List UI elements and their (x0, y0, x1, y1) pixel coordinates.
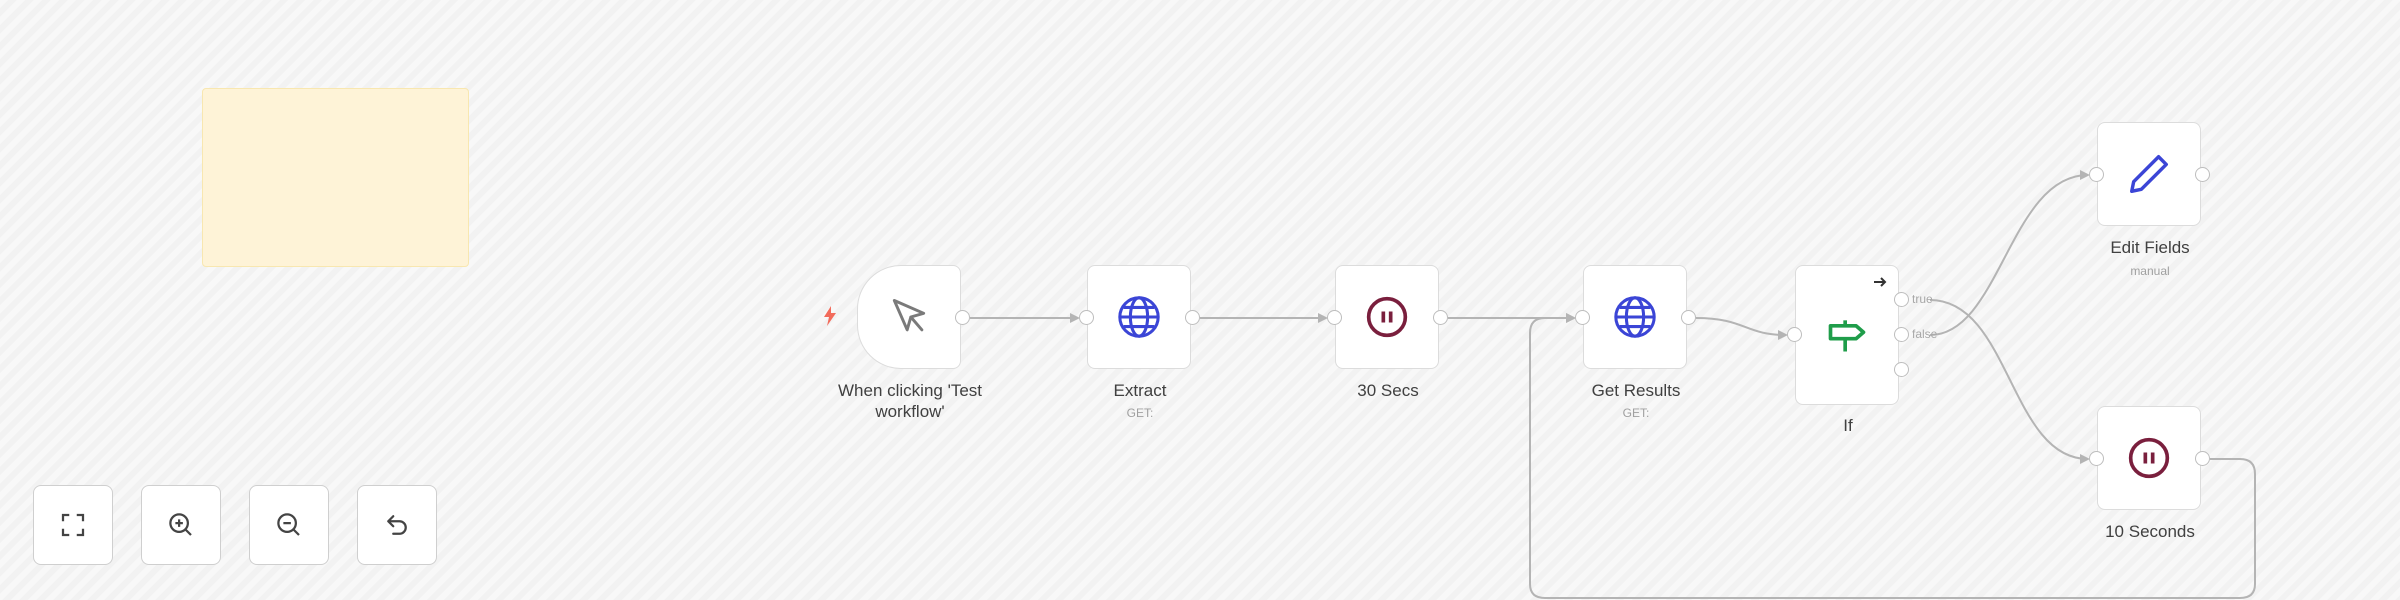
signpost-icon (1828, 320, 1866, 352)
node-label: 10 Seconds (2105, 522, 2195, 541)
branch-label-true: true (1912, 292, 1933, 306)
node-extract[interactable] (1087, 265, 1191, 369)
node-subtitle: GET: (1126, 406, 1154, 420)
output-handle[interactable] (1185, 310, 1200, 325)
pause-icon (1366, 296, 1408, 338)
arrow-right-icon (1874, 277, 1887, 287)
node-get-results[interactable] (1583, 265, 1687, 369)
trigger-bolt-icon (824, 306, 836, 326)
node-label-line2: workflow' (875, 402, 945, 421)
input-handle[interactable] (2089, 167, 2104, 182)
sticky-note[interactable] (202, 88, 469, 267)
fit-view-button[interactable] (33, 485, 113, 565)
node-label: Edit Fields (2110, 238, 2190, 257)
input-handle[interactable] (1327, 310, 1342, 325)
node-label-line1: When clicking 'Test (837, 381, 983, 400)
zoom-out-button[interactable] (249, 485, 329, 565)
pause-icon (2128, 437, 2170, 479)
output-handle[interactable] (955, 310, 970, 325)
output-handle-true[interactable] (1894, 292, 1909, 307)
globe-icon (1118, 296, 1160, 338)
node-wait-10[interactable] (2097, 406, 2201, 510)
input-handle[interactable] (1787, 327, 1802, 342)
node-subtitle: manual (2130, 264, 2170, 278)
fullscreen-icon (61, 513, 85, 537)
globe-icon (1614, 296, 1656, 338)
node-label: Get Results (1591, 381, 1681, 400)
pencil-icon (2130, 155, 2168, 193)
node-wait-30[interactable] (1335, 265, 1439, 369)
undo-icon (387, 515, 407, 535)
node-edit-fields[interactable] (2097, 122, 2201, 226)
node-trigger[interactable] (857, 265, 961, 369)
node-label: When clicking 'Test workflow' (810, 380, 1010, 422)
node-if[interactable] (1795, 265, 1899, 405)
cursor-icon (892, 299, 926, 332)
input-handle[interactable] (1575, 310, 1590, 325)
node-label: Extract (1113, 381, 1167, 400)
node-label: If (1843, 416, 1853, 435)
edge-getresults-if (1695, 317, 1788, 340)
input-handle[interactable] (1079, 310, 1094, 325)
zoom-in-icon (169, 513, 192, 536)
output-handle[interactable] (2195, 167, 2210, 182)
node-label: 30 Secs (1357, 381, 1419, 400)
edge-if-true-wait10 (1929, 299, 2090, 464)
reset-zoom-button[interactable] (357, 485, 437, 565)
input-handle[interactable] (2089, 451, 2104, 466)
output-handle-extra[interactable] (1894, 362, 1909, 377)
zoom-out-icon (277, 513, 300, 536)
branch-label-false: false (1912, 327, 1938, 341)
output-handle[interactable] (2195, 451, 2210, 466)
output-handle[interactable] (1681, 310, 1696, 325)
zoom-in-button[interactable] (141, 485, 221, 565)
node-subtitle: GET: (1622, 406, 1650, 420)
output-handle[interactable] (1433, 310, 1448, 325)
output-handle-false[interactable] (1894, 327, 1909, 342)
